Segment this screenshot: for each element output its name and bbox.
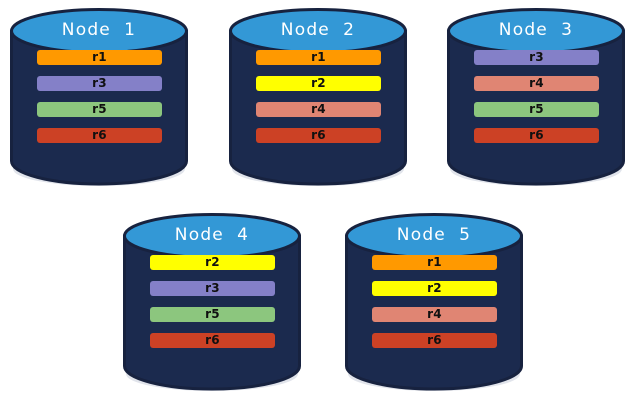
- replica-bar[interactable]: r5: [474, 102, 599, 117]
- replica-bar[interactable]: r6: [256, 128, 381, 143]
- replica-list: r2 r3 r5 r6: [150, 255, 275, 348]
- replica-bar[interactable]: r3: [150, 281, 275, 296]
- replica-bar[interactable]: r4: [372, 307, 497, 322]
- replica-bar[interactable]: r2: [372, 281, 497, 296]
- replica-list: r3 r4 r5 r6: [474, 50, 599, 143]
- replica-bar[interactable]: r6: [150, 333, 275, 348]
- replica-bar[interactable]: r3: [37, 76, 162, 91]
- replica-bar[interactable]: r5: [150, 307, 275, 322]
- replica-bar[interactable]: r6: [372, 333, 497, 348]
- replica-bar[interactable]: r4: [474, 76, 599, 91]
- replica-bar[interactable]: r6: [37, 128, 162, 143]
- replica-bar[interactable]: r2: [256, 76, 381, 91]
- replica-bar[interactable]: r5: [37, 102, 162, 117]
- replica-list: r1 r2 r4 r6: [256, 50, 381, 143]
- replica-bar[interactable]: r2: [150, 255, 275, 270]
- replica-list: r1 r3 r5 r6: [37, 50, 162, 143]
- replica-bar[interactable]: r4: [256, 102, 381, 117]
- replica-bar[interactable]: r1: [372, 255, 497, 270]
- replica-bar[interactable]: r6: [474, 128, 599, 143]
- replica-bar[interactable]: r1: [256, 50, 381, 65]
- replica-bar[interactable]: r3: [474, 50, 599, 65]
- replica-bar[interactable]: r1: [37, 50, 162, 65]
- replica-list: r1 r2 r4 r6: [372, 255, 497, 348]
